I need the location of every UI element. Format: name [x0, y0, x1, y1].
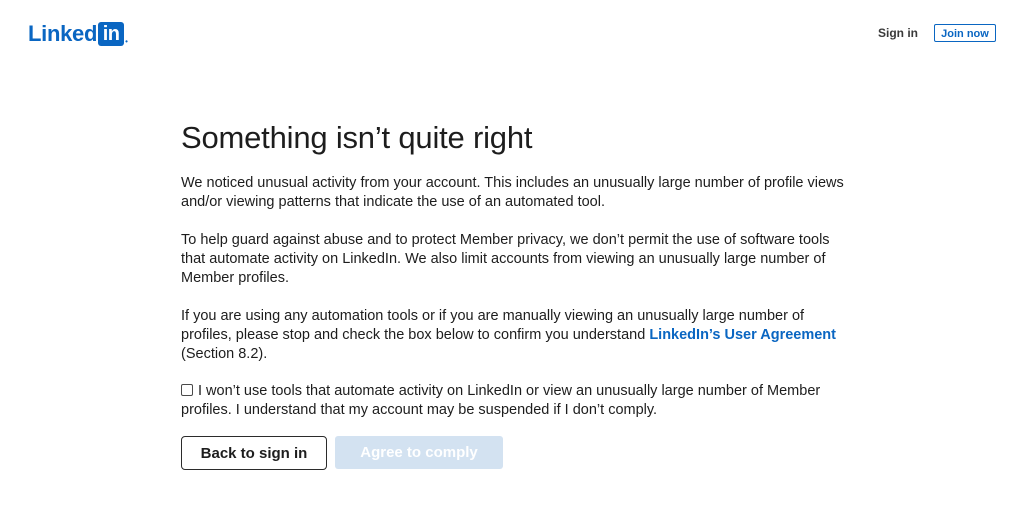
unusual-activity-paragraph: We noticed unusual activity from your ac…	[181, 175, 844, 210]
logo-registered-mark: •	[125, 37, 128, 46]
instructions-text-start: If you are using any automation tools or…	[181, 308, 805, 343]
confirm-label: I won’t use tools that automate activity…	[181, 383, 821, 418]
instructions-text-end: (Section 8.2).	[181, 346, 268, 362]
linkedin-logo[interactable]: Linked in •	[28, 20, 128, 48]
main-content: Something isn’t quite right We noticed u…	[181, 118, 851, 470]
logo-in-box: in	[98, 22, 125, 46]
logo-wordmark: Linked	[28, 21, 98, 46]
sign-in-link[interactable]: Sign in	[878, 26, 918, 40]
user-agreement-link[interactable]: LinkedIn’s User Agreement	[649, 327, 836, 343]
agree-to-comply-button: Agree to comply	[335, 436, 503, 469]
join-now-button[interactable]: Join now	[934, 24, 996, 42]
confirm-checkbox[interactable]	[181, 384, 193, 396]
back-to-sign-in-button[interactable]: Back to sign in	[181, 436, 327, 470]
action-buttons: Back to sign in Agree to comply	[181, 436, 851, 470]
page-title: Something isn’t quite right	[181, 120, 533, 155]
confirm-row[interactable]: I won’t use tools that automate activity…	[181, 382, 851, 420]
header: Linked in • Sign in Join now	[0, 0, 1024, 70]
instructions-paragraph: If you are using any automation tools or…	[181, 307, 851, 364]
privacy-paragraph: To help guard against abuse and to prote…	[181, 232, 830, 286]
